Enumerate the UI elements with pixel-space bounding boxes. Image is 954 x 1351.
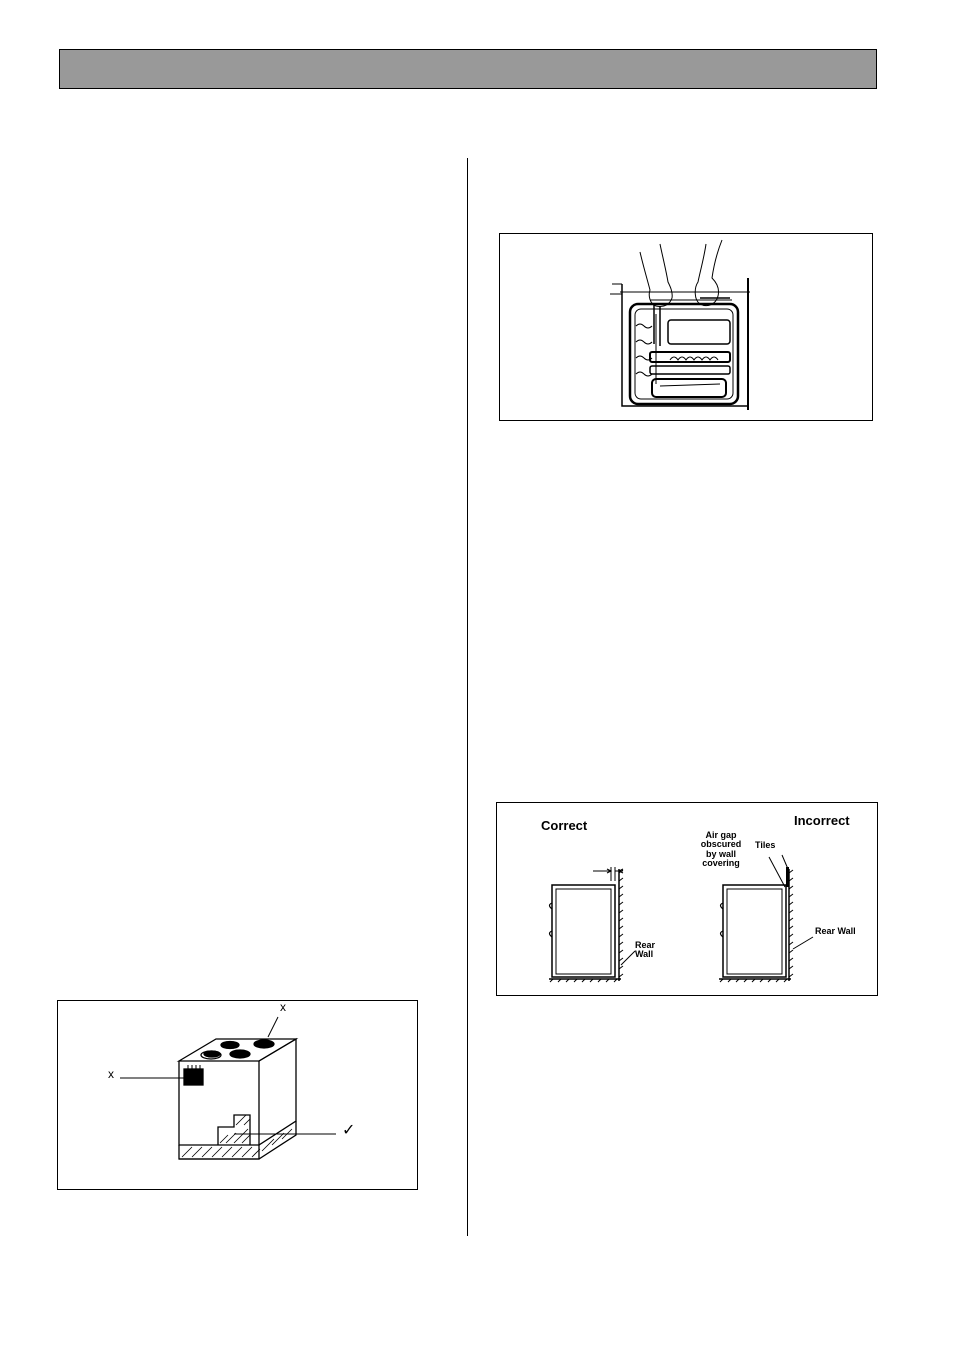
rear-wall-right-label: Rear Wall [815, 926, 856, 936]
incorrect-label: Incorrect [794, 813, 850, 828]
air-gap-label: Air gap obscured by wall covering [700, 830, 742, 869]
air-gap-illustration [548, 854, 814, 983]
mark-x-top: x [280, 1000, 286, 1014]
cooker-lift-figure: x x ✓ [57, 1000, 418, 1190]
air-gap-figure: Correct Incorrect Air gap obscured by wa… [496, 802, 878, 996]
oven-lift-figure [499, 233, 873, 421]
column-divider [467, 158, 468, 1236]
oven-lift-illustration [610, 239, 750, 410]
correct-label: Correct [541, 818, 588, 833]
cooker-illustration [120, 1016, 336, 1160]
mark-check: ✓ [342, 1122, 356, 1139]
mark-x-left: x [108, 1067, 114, 1081]
section-header-bar [59, 49, 877, 89]
tiles-label: Tiles [755, 840, 776, 850]
rear-wall-left-label: Rear Wall [635, 940, 656, 960]
